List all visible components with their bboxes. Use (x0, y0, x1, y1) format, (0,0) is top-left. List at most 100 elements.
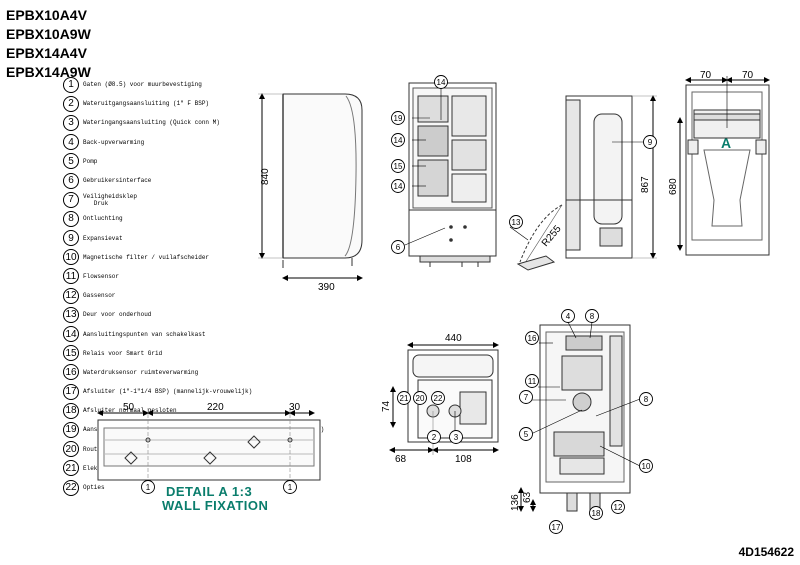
callout-circle (519, 427, 533, 441)
callout-circle (391, 133, 405, 147)
callout-number: 3 (454, 433, 459, 442)
callout-front: 14 (391, 133, 405, 147)
legend-text: Veiligheidsklep Druk (83, 192, 138, 207)
legend-number: 11 (63, 268, 79, 285)
back-view (677, 76, 770, 256)
side-height-dim: 867 (640, 176, 651, 193)
callout-number: 4 (566, 312, 571, 321)
legend-item: 10 Magnetische filter / vuilafscheider (63, 248, 323, 267)
wall-mid-dim: 220 (207, 402, 224, 413)
callout-interior: 17 (549, 520, 563, 534)
legend-number: 10 (63, 249, 79, 266)
legend-item: 16 Waterdruksensor ruimteverwarming (63, 363, 323, 382)
detail-title: DETAIL A 1:3 (166, 484, 252, 499)
model-name: EPBX10A4V (6, 7, 87, 23)
callout-bottom: 22 (431, 391, 445, 405)
callout-wall: 1 (141, 480, 155, 494)
callout-number: 19 (394, 114, 403, 123)
pipe-high-dim: 136 (510, 494, 521, 511)
callout-number: 9 (648, 138, 653, 147)
back-height-dim: 680 (668, 178, 679, 195)
legend-number: 1 (63, 76, 79, 93)
callout-interior: 5 (519, 427, 533, 441)
legend-number: 14 (63, 326, 79, 343)
callout-front: 14 (391, 179, 405, 193)
callout-circle (391, 111, 405, 125)
back-top-right-dim: 70 (742, 70, 754, 81)
legend-text: Aansluitingspunten van schakelkast (83, 330, 206, 338)
callout-interior: 8 (585, 309, 599, 323)
front-height-dim: 840 (260, 168, 271, 185)
callout-number: 14 (437, 78, 446, 87)
callout-interior: 18 (589, 506, 603, 520)
callout-number: 10 (642, 462, 651, 471)
side-profile-view (258, 93, 363, 281)
legend-text: Waterdruksensor ruimteverwarming (83, 368, 199, 376)
interior-view (518, 321, 641, 512)
callout-circle (519, 390, 533, 404)
legend-text: Deur voor onderhoud (83, 311, 152, 319)
callout-interior: 16 (525, 331, 539, 345)
legend-number: 15 (63, 345, 79, 362)
legend-text: Pomp (83, 157, 98, 165)
callout-circle (643, 135, 657, 149)
callout-circle (391, 159, 405, 173)
callout-number: 14 (394, 182, 403, 191)
callout-number: 22 (434, 394, 443, 403)
callout-number: 17 (552, 523, 561, 532)
legend-number: 8 (63, 210, 79, 227)
legend-text: Relais voor Smart Grid (83, 349, 163, 357)
callout-circle (509, 215, 523, 229)
callout-circle (549, 520, 563, 534)
view-marker: A (721, 135, 731, 151)
callout-circle (391, 179, 405, 193)
bottom-height-dim: 74 (381, 400, 392, 412)
legend-text: Wateringangsaansluiting (Quick conn M) (83, 119, 220, 127)
callout-wall: 1 (283, 480, 297, 494)
legend-number: 19 (63, 421, 79, 438)
legend-number: 2 (63, 95, 79, 112)
legend-number: 22 (63, 479, 79, 496)
callout-number: 15 (394, 162, 403, 171)
callout-number: 8 (590, 312, 595, 321)
legend-text: Gaten (Ø8.5) voor muurbevestiging (83, 81, 202, 89)
callout-circle (585, 309, 599, 323)
legend-item: 14 Aansluitingspunten van schakelkast (63, 324, 323, 343)
callout-circle (611, 500, 625, 514)
callout-interior: 4 (561, 309, 575, 323)
callout-number: 1 (146, 483, 151, 492)
callout-circle (141, 480, 155, 494)
callout-interior: 12 (611, 500, 625, 514)
callout-number: 20 (416, 394, 425, 403)
legend-text: Expansievat (83, 234, 123, 242)
legend-number: 5 (63, 153, 79, 170)
legend-text: Magnetische filter / vuilafscheider (83, 253, 210, 261)
legend-number: 16 (63, 364, 79, 381)
legend-item: 8 Ontluchting (63, 209, 323, 228)
callout-number: 14 (394, 136, 403, 145)
legend-text: Flowsensor (83, 272, 120, 280)
wall-left-dim: 50 (123, 402, 135, 413)
callout-circle (561, 309, 575, 323)
callout-bottom: 3 (449, 430, 463, 444)
side-door-view (509, 95, 657, 271)
legend-number: 18 (63, 402, 79, 419)
callout-front: 19 (391, 111, 405, 125)
callout-interior: 7 (519, 390, 533, 404)
back-top-left-dim: 70 (700, 70, 712, 81)
front-open-view (404, 82, 497, 267)
callout-interior: 11 (525, 374, 539, 388)
legend-text: Ontluchting (83, 215, 123, 223)
callout-circle (431, 391, 445, 405)
callout-circle (525, 331, 539, 345)
callout-number: 11 (528, 377, 537, 386)
legend-text: Afsluiter (1"-1"1/4 BSP) (mannelijk-vrou… (83, 388, 253, 396)
bottom-right-dim: 108 (455, 454, 472, 465)
legend-item: 11 Flowsensor (63, 267, 323, 286)
swing-radius-dim: R255 (540, 223, 564, 249)
